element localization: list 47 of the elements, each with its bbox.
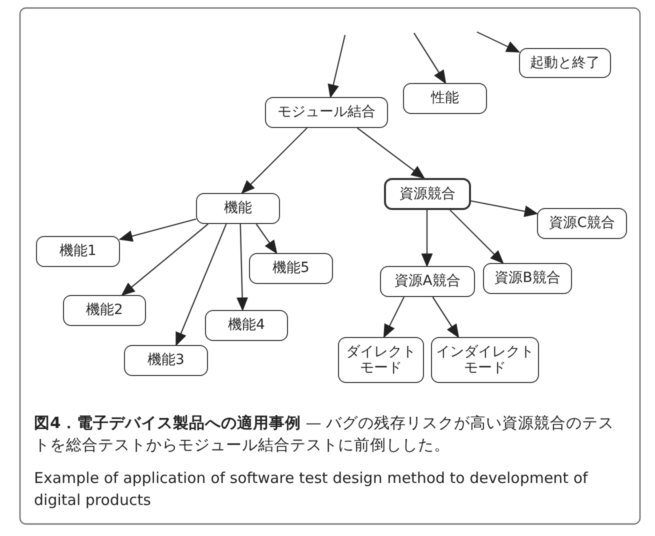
arrow	[422, 210, 432, 266]
arrow	[383, 296, 405, 338]
node-label: 性能	[431, 90, 459, 107]
rounded-box	[265, 97, 388, 128]
rounded-box	[483, 263, 572, 294]
rounded-box	[338, 337, 424, 383]
arrow	[256, 224, 278, 254]
node-label: 機能4	[228, 317, 265, 334]
node-label: 機能	[224, 200, 252, 217]
node-label: 資源C競合	[549, 215, 615, 232]
rounded-box	[384, 178, 471, 210]
arrow	[176, 224, 227, 346]
arrow	[328, 34, 346, 98]
rounded-box	[537, 208, 627, 239]
figure-caption: 図4．電子デバイス製品への適用事例 — バグの残存リスクが高い資源競合のテストを総合テストからモジュール結合テストに前倒しした。	[34, 413, 616, 456]
arrow	[242, 128, 308, 194]
node-label: 機能2	[86, 302, 123, 319]
arrow	[356, 128, 424, 178]
rounded-box	[403, 83, 487, 114]
rounded-box	[380, 266, 475, 297]
arrow	[476, 31, 520, 53]
arrow	[450, 210, 504, 264]
node-label: 機能1	[60, 243, 96, 260]
rounded-box	[196, 193, 280, 224]
node-label: インダイレクトモード	[435, 344, 535, 376]
arrow	[122, 224, 208, 296]
rounded-box	[36, 236, 120, 267]
node-label: ダイレクトモード	[345, 344, 417, 376]
rounded-box	[124, 345, 208, 376]
node-label: 資源B競合	[494, 270, 560, 287]
node-label: 機能3	[148, 352, 184, 369]
arrow	[470, 200, 538, 217]
node-label: 起動と終了	[530, 54, 600, 72]
arrow	[432, 296, 459, 338]
arrow	[414, 32, 446, 84]
rounded-box	[63, 295, 146, 326]
english-caption: Example of application of software test design method to development of digital products	[34, 468, 589, 511]
arrow	[236, 224, 248, 310]
node-label: 資源競合	[400, 186, 456, 202]
node-label: モジュール結合	[278, 104, 376, 121]
rounded-box	[431, 337, 539, 383]
rounded-box	[249, 253, 333, 284]
node-label: 機能5	[272, 260, 310, 277]
rounded-box	[519, 48, 611, 78]
arrow	[120, 218, 196, 242]
node-label: 資源A競合	[394, 273, 460, 290]
rounded-box	[205, 310, 288, 341]
